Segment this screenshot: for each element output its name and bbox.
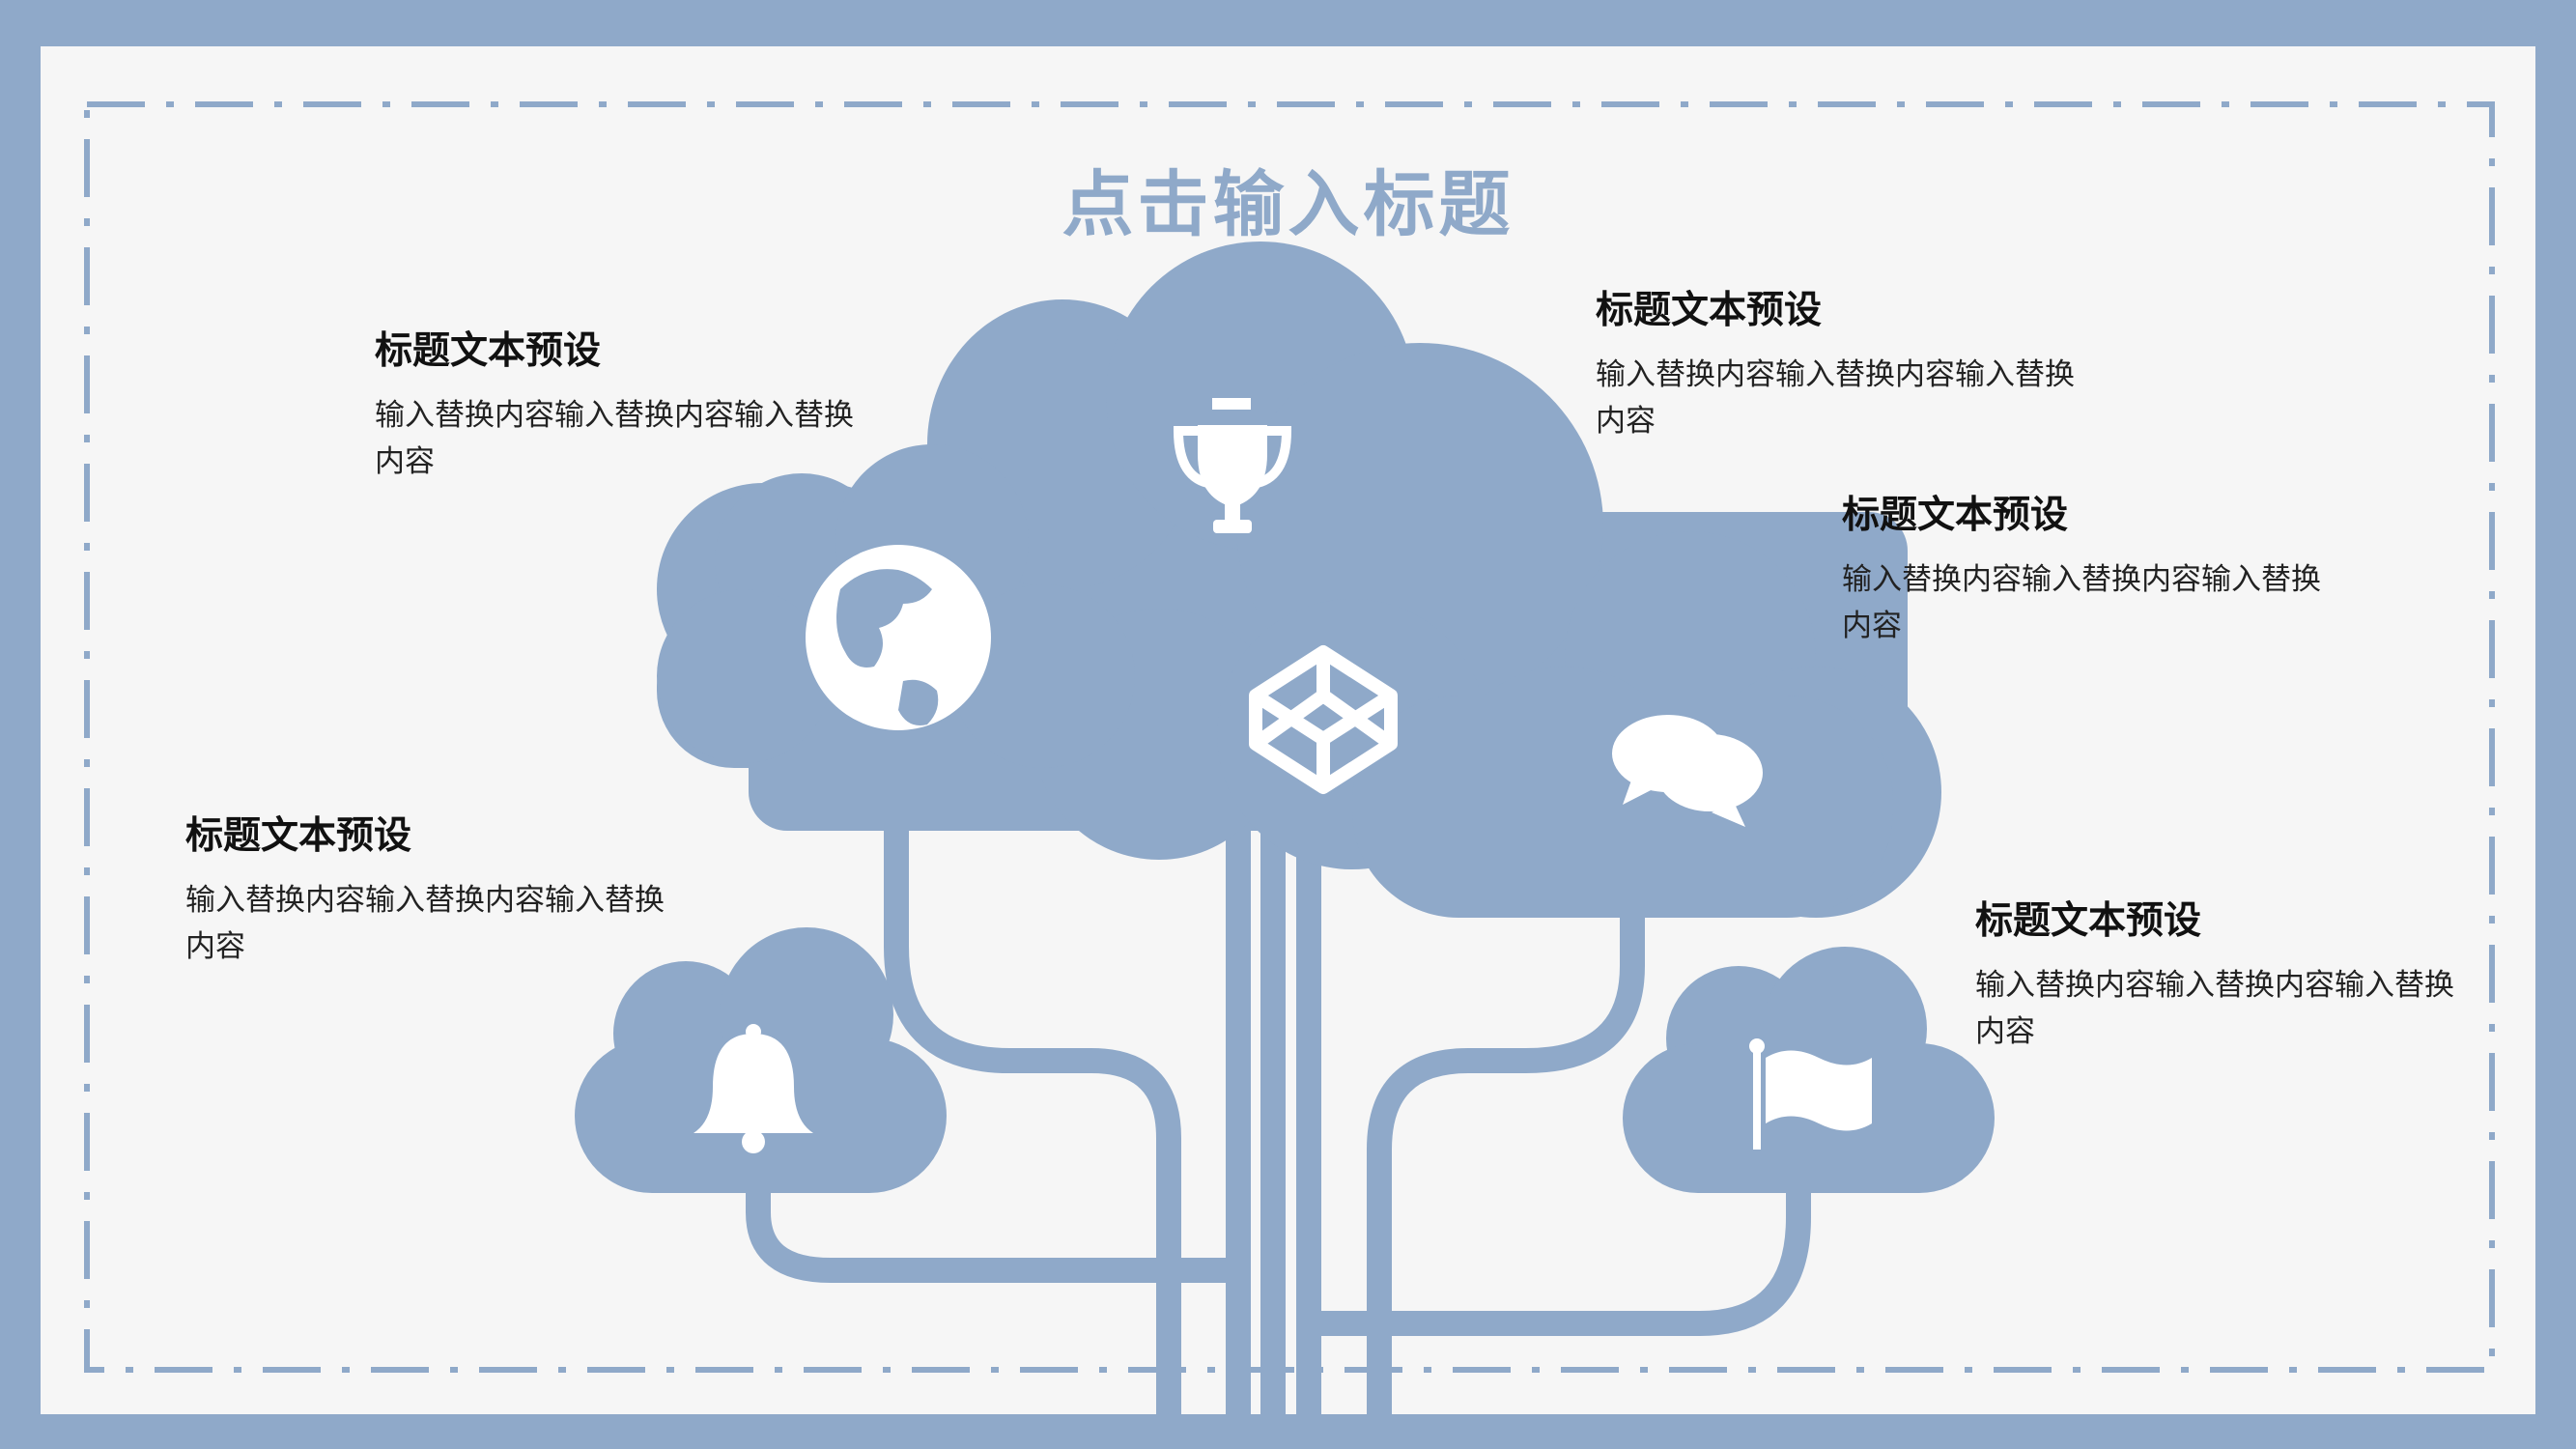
page-title[interactable]: 点击输入标题 <box>1062 163 1514 246</box>
block-body[interactable]: 输入替换内容输入替换内容输入替换内容 <box>1596 357 2075 439</box>
block-body[interactable]: 输入替换内容输入替换内容输入替换内容 <box>1975 968 2454 1049</box>
globe-icon <box>806 545 991 730</box>
bell-icon <box>694 1024 813 1153</box>
branch-line <box>1309 1159 1811 1336</box>
block-heading[interactable]: 标题文本预设 <box>1842 494 2069 537</box>
block-heading[interactable]: 标题文本预设 <box>185 814 412 858</box>
block-heading[interactable]: 标题文本预设 <box>375 329 602 373</box>
text-block-flag: 标题文本预设 输入替换内容输入替换内容输入替换内容 <box>1975 891 2477 1055</box>
chat-bubbles-icon <box>1612 715 1763 827</box>
branch-line <box>746 1159 1238 1283</box>
trophy-icon <box>1173 398 1292 533</box>
block-heading[interactable]: 标题文本预设 <box>1975 899 2202 943</box>
block-body[interactable]: 输入替换内容输入替换内容输入替换内容 <box>185 883 665 964</box>
box-icon <box>1249 645 1398 794</box>
block-body[interactable]: 输入替换内容输入替换内容输入替换内容 <box>1842 562 2321 643</box>
flag-icon <box>1749 1038 1872 1150</box>
text-block-globe: 标题文本预设 输入替换内容输入替换内容输入替换内容 <box>375 321 877 485</box>
branch-line <box>1367 869 1645 1415</box>
block-heading[interactable]: 标题文本预设 <box>1596 289 1823 332</box>
block-body[interactable]: 输入替换内容输入替换内容输入替换内容 <box>375 398 854 479</box>
text-block-bell: 标题文本预设 输入替换内容输入替换内容输入替换内容 <box>185 806 688 970</box>
text-block-chat: 标题文本预设 输入替换内容输入替换内容输入替换内容 <box>1842 485 2344 649</box>
text-block-trophy: 标题文本预设 输入替换内容输入替换内容输入替换内容 <box>1596 280 2098 444</box>
branch-line <box>884 734 1181 1415</box>
